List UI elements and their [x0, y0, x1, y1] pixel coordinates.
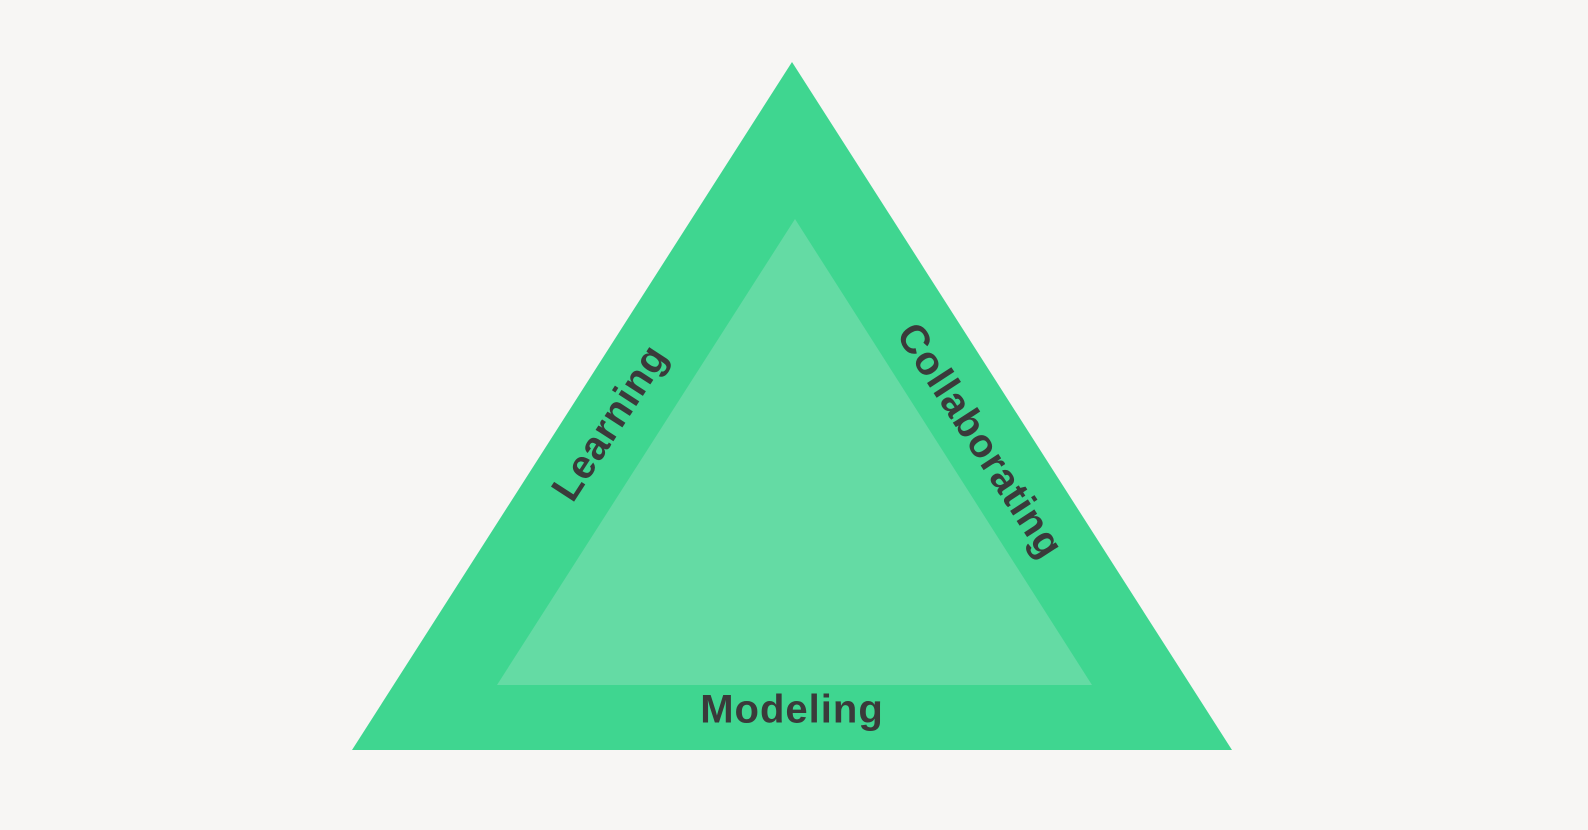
inner-triangle — [497, 219, 1092, 685]
label-modeling: Modeling — [700, 688, 884, 732]
